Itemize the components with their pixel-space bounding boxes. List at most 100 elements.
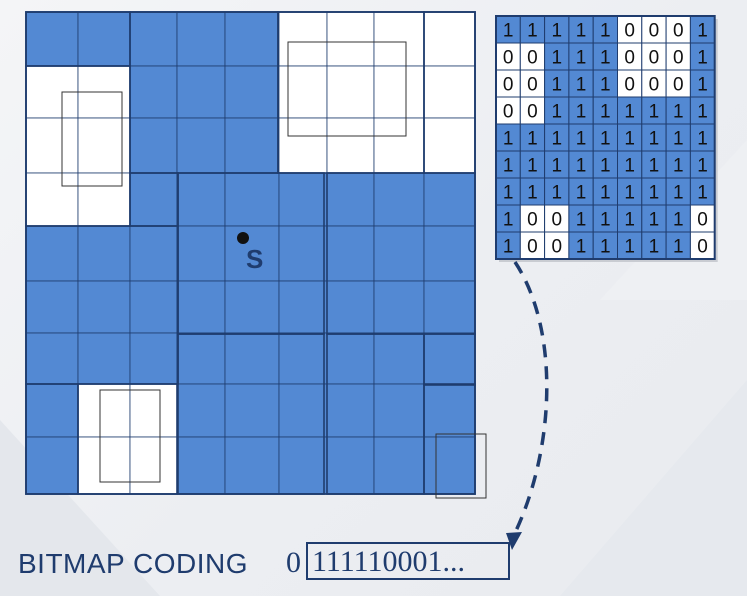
bitmap-value: 1: [551, 48, 562, 69]
grid-cell: [423, 280, 476, 334]
bitmap-value: 0: [527, 75, 538, 96]
bitmap-value: 1: [527, 183, 538, 204]
bitmap-value: 1: [673, 102, 684, 123]
bitmap-value: 1: [503, 21, 514, 42]
grid-cell: [25, 11, 79, 67]
bitmap-value: 0: [503, 102, 514, 123]
bitmap-value: 1: [576, 210, 587, 231]
bitmap-value: 1: [551, 156, 562, 177]
bitmap-cell: [689, 177, 716, 206]
bitmap-value: 0: [527, 102, 538, 123]
bitmap-value: 1: [600, 156, 611, 177]
bitmap-value: 1: [527, 129, 538, 150]
grid-cell: [373, 65, 425, 119]
bitmap-value: 1: [697, 75, 708, 96]
grid-cell: [129, 117, 178, 174]
grid-cell: [77, 436, 131, 495]
grid-cell: [129, 65, 178, 119]
bitmap-value: 0: [503, 75, 514, 96]
grid-cell: [77, 117, 131, 174]
grid-cell: [25, 436, 79, 495]
grid-cell: [423, 65, 476, 119]
bitmap-value: 1: [697, 102, 708, 123]
bitmap-value: 1: [576, 237, 587, 258]
grid-cell: [423, 172, 476, 227]
bitmap-value: 0: [649, 21, 660, 42]
bitmap-cell: [689, 231, 716, 260]
bitmap-cell: [665, 177, 691, 206]
bitmap-value: 1: [673, 210, 684, 231]
bitmap-value: 1: [624, 129, 635, 150]
grid-cell: [423, 332, 476, 385]
grid-cell: [129, 280, 178, 334]
grid-cell: [129, 332, 178, 385]
grid-border: [25, 11, 476, 495]
bitmap-value: 1: [600, 210, 611, 231]
grid-cell: [77, 172, 131, 227]
bitmap-value: 1: [649, 237, 660, 258]
bitmap-value: 1: [576, 21, 587, 42]
bitmap-cell: [617, 231, 643, 260]
bitmap-cell: [544, 177, 570, 206]
bitmap-value: 1: [673, 156, 684, 177]
bitmap-value: 0: [673, 48, 684, 69]
bitmap-value: 1: [503, 183, 514, 204]
bitmap-value: 1: [503, 237, 514, 258]
grid-cell: [176, 172, 226, 227]
bitmap-cell: [617, 123, 643, 152]
grid-cell: [373, 11, 425, 67]
grid-cell: [176, 332, 226, 385]
grid-cell: [423, 436, 476, 495]
bitmap-value: 1: [649, 102, 660, 123]
grid-cell: [423, 117, 476, 174]
grid-cell: [373, 172, 425, 227]
bitmap-value: 1: [503, 129, 514, 150]
bitmap-cell: [568, 69, 594, 98]
bitmap-value: 1: [527, 156, 538, 177]
bitmap-border: [495, 15, 716, 260]
grid-cell: [224, 225, 280, 282]
grid-cell: [278, 225, 328, 282]
bitmap-value: 1: [649, 129, 660, 150]
bitmap-cell: [544, 150, 570, 179]
bitmap-value: 1: [624, 183, 635, 204]
point-s-marker: [237, 232, 249, 244]
bitmap-cell: [641, 231, 667, 260]
grid-cell: [423, 225, 476, 282]
grid-cell: [373, 436, 425, 495]
bitmap-cell: [568, 150, 594, 179]
bitmap-cell: [617, 15, 643, 44]
grid-cell: [278, 65, 328, 119]
grid-cell: [25, 332, 79, 385]
grid-cell: [176, 65, 226, 119]
bitmap-cell: [544, 204, 570, 233]
quadtree-grid: S: [25, 11, 487, 499]
grid-cell: [77, 383, 131, 438]
grid-cell: [129, 383, 178, 438]
bitmap-cell: [592, 96, 618, 125]
bitmap-value: 0: [624, 75, 635, 96]
grid-cell: [77, 11, 131, 67]
bitmap-value: 1: [503, 156, 514, 177]
grid-cell: [176, 11, 226, 67]
grid-cell: [224, 436, 280, 495]
bitmap-cell: [689, 96, 716, 125]
grid-cell: [77, 280, 131, 334]
grid-cell: [129, 11, 178, 67]
grid-cell: [326, 172, 375, 227]
grid-cell: [176, 383, 226, 438]
bitmap-value: 0: [649, 48, 660, 69]
bitmap-value: 1: [576, 129, 587, 150]
bitmap-cell: [519, 204, 546, 233]
bitmap-value: 0: [624, 21, 635, 42]
grid-cell: [224, 280, 280, 334]
bitmap-cell: [617, 150, 643, 179]
bitmap-value: 1: [624, 210, 635, 231]
bitmap-value: 1: [576, 102, 587, 123]
grid-cell: [373, 117, 425, 174]
bitmap-cell: [592, 177, 618, 206]
bitmap-value: 1: [697, 183, 708, 204]
bitmap-value: 1: [576, 75, 587, 96]
bitmap-value: 1: [649, 183, 660, 204]
bitmap-cell: [592, 150, 618, 179]
